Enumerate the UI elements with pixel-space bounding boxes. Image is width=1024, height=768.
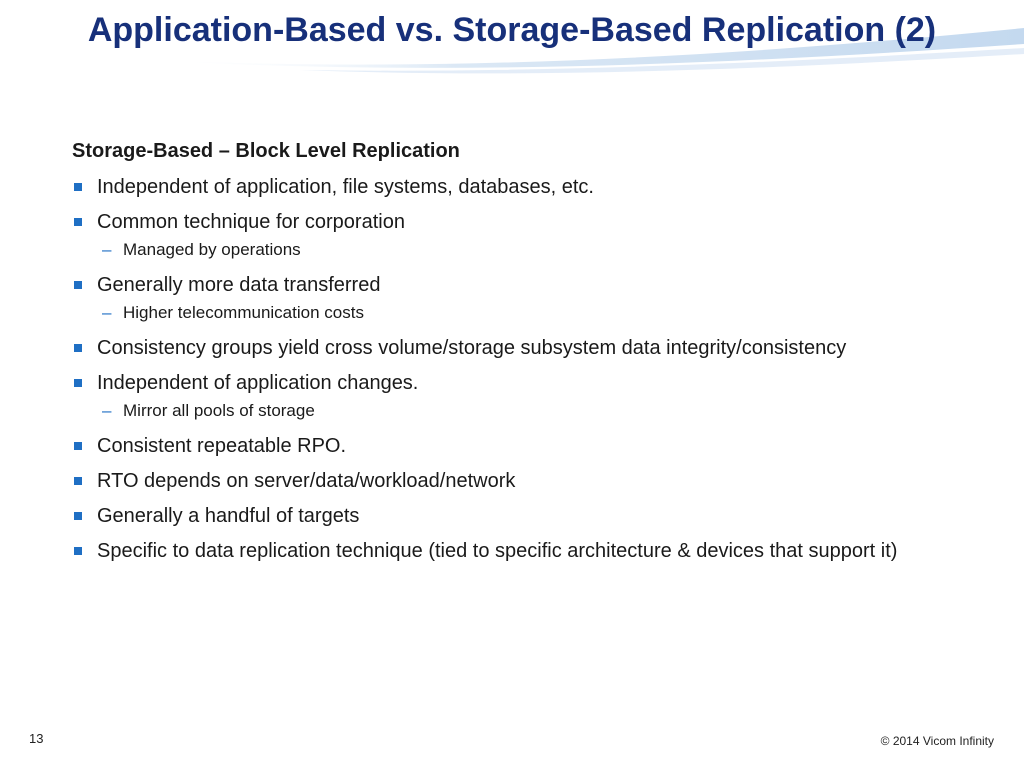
square-bullet-icon bbox=[74, 218, 82, 226]
bullet-text: Specific to data replication technique (… bbox=[97, 540, 898, 562]
bullet-text: RTO depends on server/data/workload/netw… bbox=[97, 470, 516, 492]
bullet-item: Specific to data replication technique (… bbox=[72, 536, 972, 566]
square-bullet-icon bbox=[74, 183, 82, 191]
square-bullet-icon bbox=[74, 281, 82, 289]
bullet-text: Generally more data transferred bbox=[97, 274, 381, 296]
square-bullet-icon bbox=[74, 442, 82, 450]
header-wave-decoration bbox=[0, 0, 1024, 74]
section-heading: Storage-Based – Block Level Replication bbox=[72, 140, 460, 162]
bullet-text: Consistent repeatable RPO. bbox=[97, 435, 347, 457]
bullet-item: Consistent repeatable RPO. bbox=[72, 431, 972, 461]
square-bullet-icon bbox=[74, 547, 82, 555]
dash-bullet-icon: – bbox=[102, 240, 112, 259]
square-bullet-icon bbox=[74, 512, 82, 520]
dash-bullet-icon: – bbox=[102, 303, 112, 322]
sub-bullet-item: –Higher telecommunication costs bbox=[72, 302, 972, 324]
sub-bullet-item: –Mirror all pools of storage bbox=[72, 400, 972, 422]
square-bullet-icon bbox=[74, 477, 82, 485]
bullet-text: Generally a handful of targets bbox=[97, 505, 360, 527]
bullet-list: Independent of application, file systems… bbox=[72, 172, 972, 566]
bullet-item: Common technique for corporation bbox=[72, 207, 972, 237]
sub-bullet-text: Higher telecommunication costs bbox=[123, 303, 364, 322]
bullet-item: Independent of application changes. bbox=[72, 368, 972, 398]
bullet-item: Consistency groups yield cross volume/st… bbox=[72, 333, 972, 363]
sub-bullet-text: Managed by operations bbox=[123, 240, 301, 259]
bullet-item: Independent of application, file systems… bbox=[72, 172, 972, 202]
bullet-text: Independent of application changes. bbox=[97, 372, 419, 394]
square-bullet-icon bbox=[74, 379, 82, 387]
slide-title: Application-Based vs. Storage-Based Repl… bbox=[87, 11, 937, 49]
square-bullet-icon bbox=[74, 344, 82, 352]
dash-bullet-icon: – bbox=[102, 401, 112, 420]
sub-bullet-text: Mirror all pools of storage bbox=[123, 401, 315, 420]
sub-bullet-item: –Managed by operations bbox=[72, 239, 972, 261]
slide-number: 13 bbox=[29, 731, 44, 746]
slide-body: Storage-Based – Block Level Replication … bbox=[72, 137, 972, 571]
bullet-text: Independent of application, file systems… bbox=[97, 176, 594, 198]
bullet-item: Generally more data transferred bbox=[72, 270, 972, 300]
bullet-text: Consistency groups yield cross volume/st… bbox=[97, 337, 847, 359]
bullet-item: Generally a handful of targets bbox=[72, 501, 972, 531]
copyright-text: © 2014 Vicom Infinity bbox=[880, 734, 994, 748]
bullet-item: RTO depends on server/data/workload/netw… bbox=[72, 466, 972, 496]
bullet-text: Common technique for corporation bbox=[97, 211, 405, 233]
